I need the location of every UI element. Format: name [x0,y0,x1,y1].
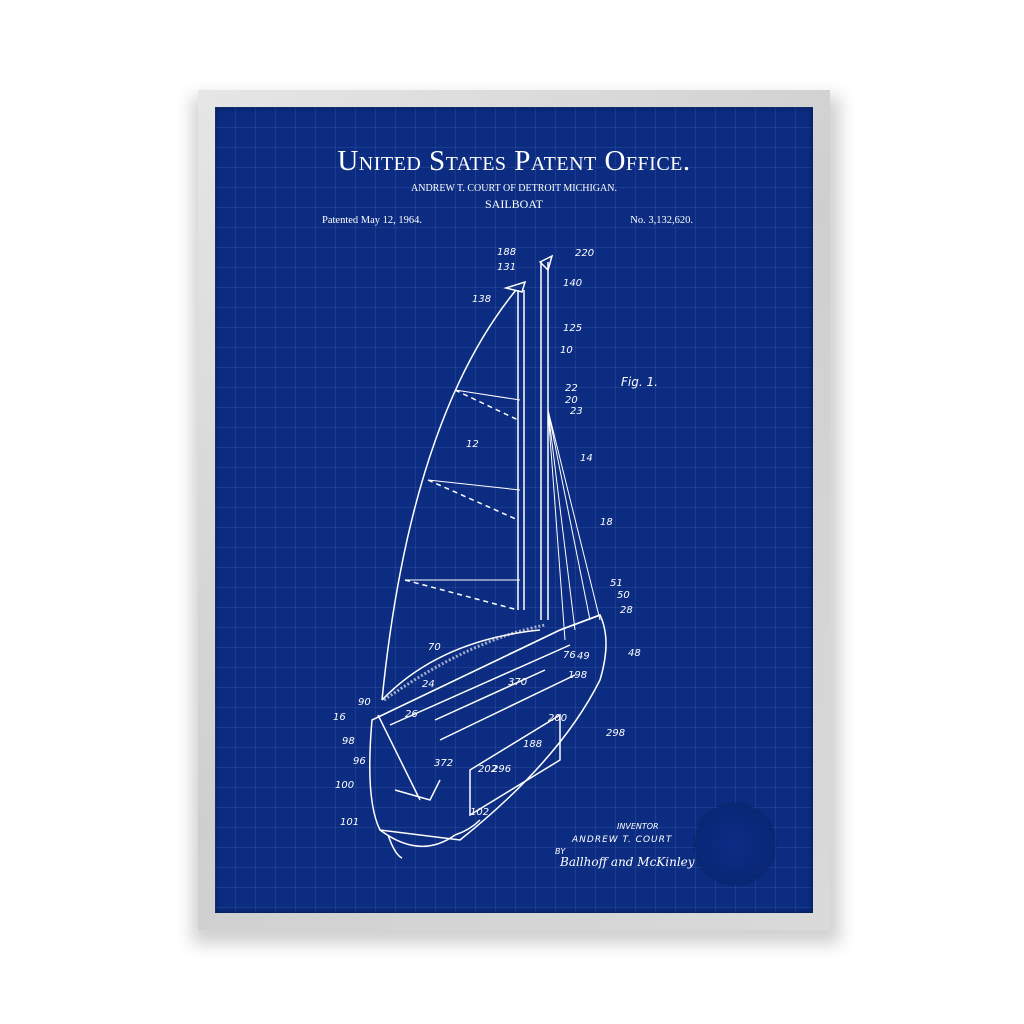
inventor-heading: INVENTOR [617,822,659,831]
reference-numeral: 49 [577,651,590,662]
reference-numeral: 200 [548,713,568,724]
patent-date: Patented May 12, 1964. [322,215,423,226]
reference-numeral: 296 [492,764,512,775]
reference-numeral: 188 [523,739,543,750]
reference-numeral: 96 [353,756,366,767]
picture-frame: United States Patent Office. ANDREW T. C… [198,90,830,930]
reference-numeral: 18 [600,517,613,528]
page-title: United States Patent Office. [337,145,691,177]
reference-numeral: 140 [563,278,583,289]
reference-numeral: 202 [478,764,498,775]
blueprint-print: United States Patent Office. ANDREW T. C… [215,107,813,913]
reference-numeral: 100 [335,780,355,791]
reference-numeral: 188 [497,247,517,258]
reference-numeral: 51 [610,578,623,589]
patent-seal [695,804,775,884]
by-label: BY [555,847,566,856]
reference-numeral: 98 [342,736,355,747]
reference-numeral: 28 [620,605,633,616]
sailboat-drawing [369,254,607,859]
reference-numeral: 70 [428,642,441,653]
reference-numeral: 23 [570,406,583,417]
reference-numeral: 12 [466,439,479,450]
reference-numeral: 10 [560,345,573,356]
inventor-line: ANDREW T. COURT OF DETROIT MICHIGAN. [411,183,617,194]
reference-numeral: 76 [563,650,576,661]
reference-numeral: 22 [565,383,578,394]
reference-numeral: 138 [472,294,492,305]
reference-numeral: 131 [497,262,517,273]
reference-numeral: 24 [422,679,435,690]
reference-numeral: 298 [606,728,626,739]
inventor-name: ANDREW T. COURT [572,835,673,845]
figure-label: Fig. 1. [621,375,658,389]
reference-numeral: 102 [470,807,490,818]
reference-numeral: 370 [508,677,528,688]
patent-number: No. 3,132,620. [630,215,693,226]
reference-numeral: 26 [405,709,418,720]
reference-numeral: 198 [568,670,588,681]
reference-numeral: 90 [358,697,371,708]
reference-numeral: 14 [580,453,593,464]
reference-numeral: 50 [617,590,630,601]
reference-numeral: 372 [434,758,454,769]
attorney-signature: Ballhoff and McKinley [560,855,695,869]
reference-numeral: 48 [628,648,641,659]
reference-numeral: 16 [333,712,346,723]
reference-numeral: 20 [565,395,578,406]
reference-numeral: 220 [575,248,595,259]
reference-numeral: 101 [340,817,360,828]
reference-numeral: 125 [563,323,583,334]
subject: SAILBOAT [484,197,543,211]
